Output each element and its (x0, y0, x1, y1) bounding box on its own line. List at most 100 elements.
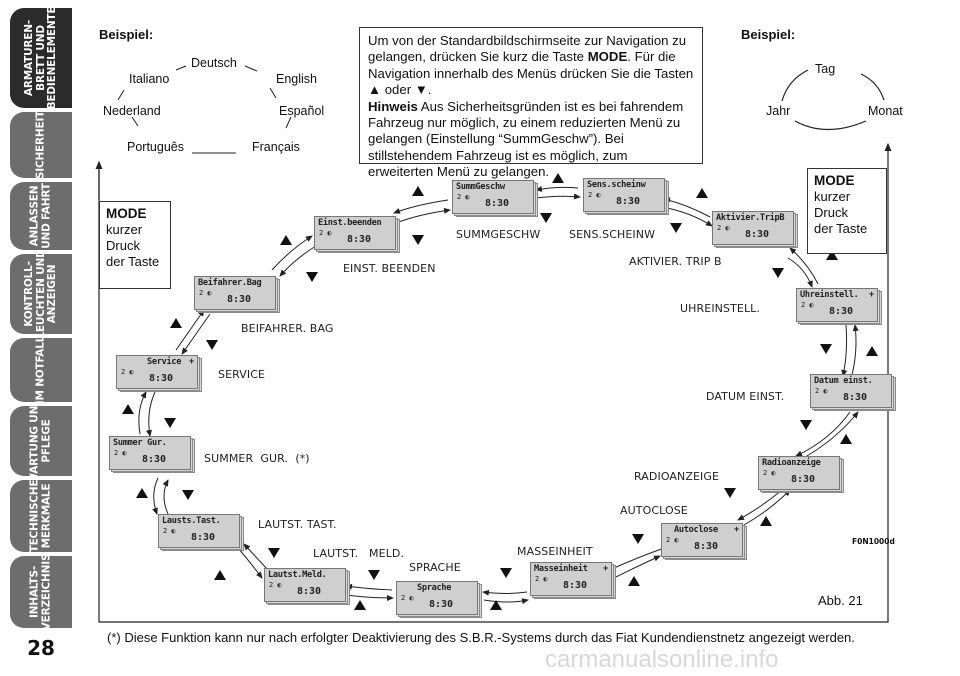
display-radio: 2 ◐ (199, 289, 212, 297)
display-time: 8:30 (791, 474, 816, 485)
up-triangle (760, 516, 772, 526)
display-title: Radioanzeige (762, 458, 821, 468)
display-time: 8:30 (191, 532, 216, 543)
display-time: 8:30 (485, 198, 510, 209)
tab-anlassen[interactable]: ANLASSEN UND FAHRT (10, 182, 72, 250)
info-text: . (427, 82, 432, 98)
submenu-marker: + (603, 564, 608, 574)
caption-autoclose: AUTOCLOSE (620, 504, 688, 517)
up-symbol: ▲ (368, 82, 382, 98)
up-triangle (866, 346, 878, 356)
display-title: Masseinheit (534, 564, 588, 574)
down-triangle (500, 568, 512, 578)
up-triangle (354, 600, 366, 610)
caption-masseinheit: MASSEINHEIT (517, 545, 593, 558)
display-lautst-meld: Lautst.Meld.2 ◐8:30 (264, 568, 350, 605)
tab-kontrollleuchten[interactable]: KONTROLL- LEUCHTEN UND ANZEIGEN (10, 254, 72, 334)
display-title: Aktivier.TripB (716, 213, 785, 223)
date-item: Jahr (766, 104, 791, 118)
display-title: Service (147, 357, 182, 367)
page-number: 28 (27, 636, 55, 660)
caption-uhreinstell: UHREINSTELL. (680, 302, 760, 315)
display-radio: 2 ◐ (801, 301, 814, 309)
info-paragraph: Um von der Standardbildschirmseite zur N… (368, 33, 694, 99)
hint-paragraph: Hinweis Aus Sicherheitsgründen ist es be… (368, 99, 694, 181)
display-service: Service+2 ◐8:30 (116, 355, 202, 392)
down-triangle (182, 490, 194, 500)
display-time: 8:30 (616, 196, 641, 207)
up-triangle (170, 318, 182, 328)
tab-im-notfall[interactable]: IM NOTFALL (10, 338, 72, 402)
tab-technische-merkmale[interactable]: TECHNISCHE MERKMALE (10, 480, 72, 552)
mode-box-right: MODE kurzer Druck der Taste (807, 168, 887, 254)
mode-line: der Taste (814, 221, 868, 236)
display-autoclose: Autoclose+2 ◐8:30 (661, 523, 747, 560)
display-title: Autoclose (674, 525, 718, 535)
down-symbol: ▼ (414, 82, 428, 98)
up-triangle (490, 600, 502, 610)
date-item: Monat (868, 104, 903, 118)
caption-einst-beenden: EINST. BEENDEN (343, 262, 436, 275)
submenu-marker: + (189, 357, 194, 367)
display-time: 8:30 (694, 541, 719, 552)
display-title: Einst.beenden (318, 218, 382, 228)
up-triangle (412, 186, 424, 196)
display-time: 8:30 (227, 294, 252, 305)
down-triangle (670, 223, 682, 233)
hint-word: Hinweis (368, 98, 418, 114)
down-triangle (268, 548, 280, 558)
up-triangle (136, 488, 148, 498)
info-box: Um von der Standardbildschirmseite zur N… (359, 27, 703, 179)
display-radio: 2 ◐ (815, 387, 828, 395)
down-triangle (632, 534, 644, 544)
caption-datum-einst: DATUM EINST. (706, 390, 785, 403)
tab-armaturenbrett[interactable]: ARMATUREN- BRETT UND BEDIENELEMENTE (10, 8, 72, 108)
display-time: 8:30 (843, 392, 868, 403)
hint-text: Aus Sicherheitsgründen ist es bei fahren… (368, 98, 684, 180)
mode-line: Druck (814, 205, 848, 220)
mode-title: MODE (814, 173, 855, 188)
caption-sprache: SPRACHE (409, 561, 461, 574)
tab-wartung[interactable]: WARTUNG UND PFLEGE (10, 406, 72, 476)
display-title: Lausts.Tast. (162, 516, 221, 526)
mode-line: kurzer (106, 222, 143, 237)
display-title: Beifahrer.Bag (198, 278, 262, 288)
down-triangle (540, 213, 552, 223)
language-item: Italiano (129, 72, 170, 86)
caption-summer-gur: SUMMER GUR. (*) (204, 452, 310, 465)
up-triangle (122, 404, 134, 414)
display-time: 8:30 (347, 234, 372, 245)
tab-inhaltsverzeichnis[interactable]: INHALTS- VERZEICHNIS (10, 556, 72, 628)
tab-sicherheit[interactable]: SICHERHEIT (10, 112, 72, 178)
info-text: . Für die Navigation innerhalb des Menüs… (368, 49, 694, 81)
down-triangle (206, 340, 218, 350)
caption-beifahrer-bag: BEIFAHRER. BAG (241, 322, 334, 335)
language-item: Français (252, 140, 300, 154)
language-item: Español (279, 104, 325, 118)
mode-line: der Taste (106, 254, 160, 269)
down-triangle (800, 420, 812, 430)
display-lausts-tast: Lausts.Tast.2 ◐ 8:30 (158, 514, 244, 551)
display-radio: 2 ◐ (319, 229, 332, 237)
mode-word: MODE (587, 49, 628, 65)
display-time: 8:30 (829, 306, 854, 317)
language-item: Nederland (103, 104, 161, 118)
date-cycle-arcs (781, 69, 885, 130)
up-triangle (628, 576, 640, 586)
up-triangle (280, 235, 292, 245)
language-item: Deutsch (191, 56, 237, 70)
display-time: 8:30 (142, 454, 167, 465)
submenu-marker: + (734, 525, 739, 535)
mode-line: kurzer (814, 189, 851, 204)
display-radio: 2 ◐ (163, 527, 176, 535)
down-triangle (164, 418, 176, 428)
display-radio: 2 ◐ (401, 594, 414, 602)
display-radio: 2 ◐ (717, 224, 730, 232)
up-triangle (826, 250, 838, 260)
display-time: 8:30 (563, 580, 588, 591)
